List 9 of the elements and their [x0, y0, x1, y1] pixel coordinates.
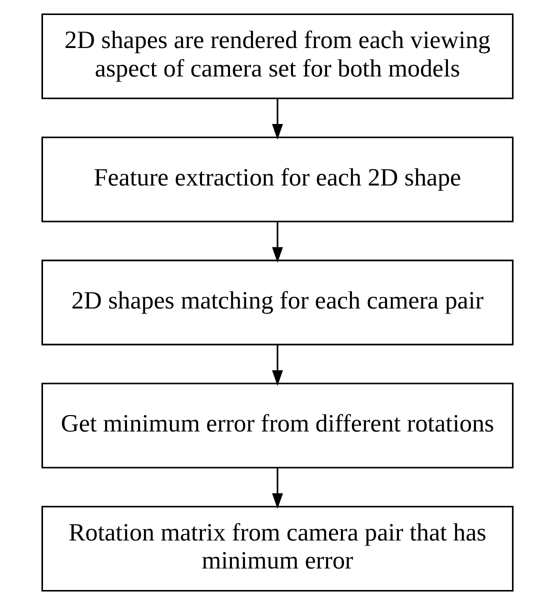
arrow [272, 98, 282, 140]
arrow [272, 344, 282, 386]
node-box: 2D shapes are rendered from each viewing aspect of camera set for both models [40, 13, 514, 100]
node-box: Feature extraction for each 2D shape [40, 136, 514, 222]
arrow [272, 222, 282, 263]
node-box: 2D shapes matching for each camera pair [40, 260, 514, 346]
node-box: Get minimum error from different rotations [40, 382, 514, 468]
node-box: Rotation matrix from camera pair that has minimum error [40, 506, 514, 592]
arrow [272, 468, 282, 509]
